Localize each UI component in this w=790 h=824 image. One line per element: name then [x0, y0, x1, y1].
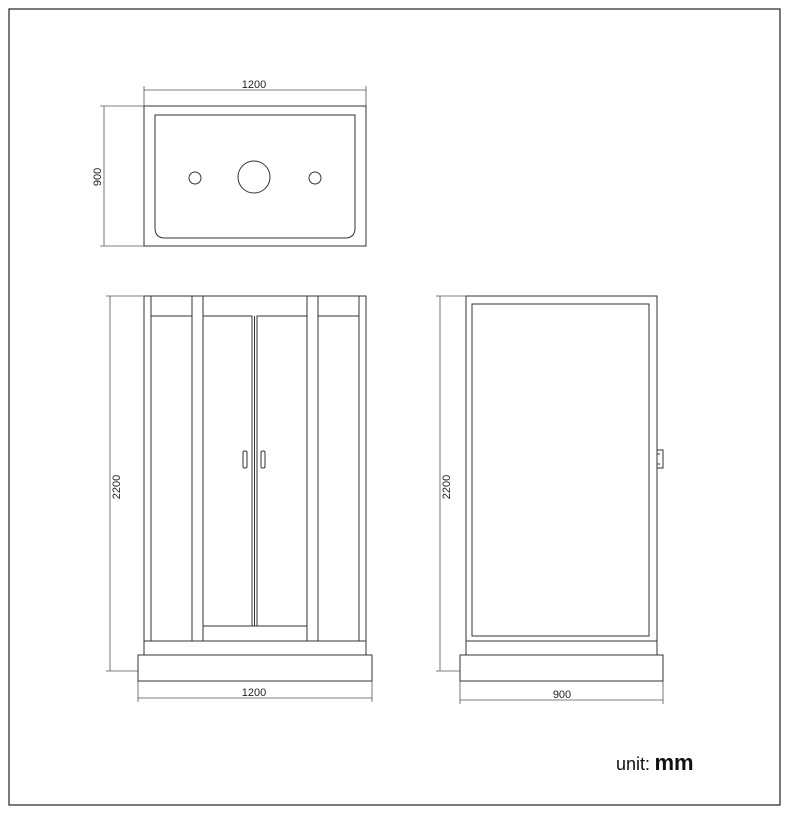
front-view-height-label: 2200	[111, 475, 123, 499]
side-view-handle	[656, 449, 664, 469]
front-view-right-post	[306, 295, 319, 642]
front-view-left-door	[202, 315, 253, 627]
front-view-width-label: 1200	[242, 687, 266, 699]
top-view-right-hole	[308, 171, 322, 185]
front-view-right-door	[256, 315, 308, 627]
side-view-height-label: 2200	[441, 475, 453, 499]
top-view-width-label: 1200	[242, 79, 266, 91]
top-view-outline	[143, 105, 367, 247]
unit-separator: :	[645, 754, 651, 774]
front-view-base-lip	[143, 640, 367, 656]
top-view-left-hole	[188, 171, 202, 185]
top-view-center-drain	[237, 160, 271, 194]
front-view-base-tray	[137, 654, 373, 682]
top-view-depth-label: 900	[92, 168, 104, 186]
unit-note: unit: mm	[616, 750, 694, 776]
top-view: 1200 900	[92, 79, 367, 247]
front-view-right-handle	[260, 450, 266, 469]
unit-value: mm	[654, 750, 694, 775]
side-view: 2200 900	[436, 295, 664, 704]
side-view-panel	[471, 303, 650, 637]
drawing-frame	[8, 8, 781, 806]
side-view-cabin	[465, 295, 658, 642]
front-view-cabin	[143, 295, 367, 642]
side-view-base-lip	[465, 640, 658, 656]
front-view: 2200 1200	[106, 295, 373, 702]
side-view-base-tray	[459, 654, 664, 682]
front-view-left-handle	[242, 450, 248, 469]
top-view-inner-basin	[154, 114, 356, 239]
front-view-left-post	[191, 295, 204, 642]
side-view-depth-label: 900	[553, 689, 571, 701]
unit-label: unit	[616, 754, 646, 774]
